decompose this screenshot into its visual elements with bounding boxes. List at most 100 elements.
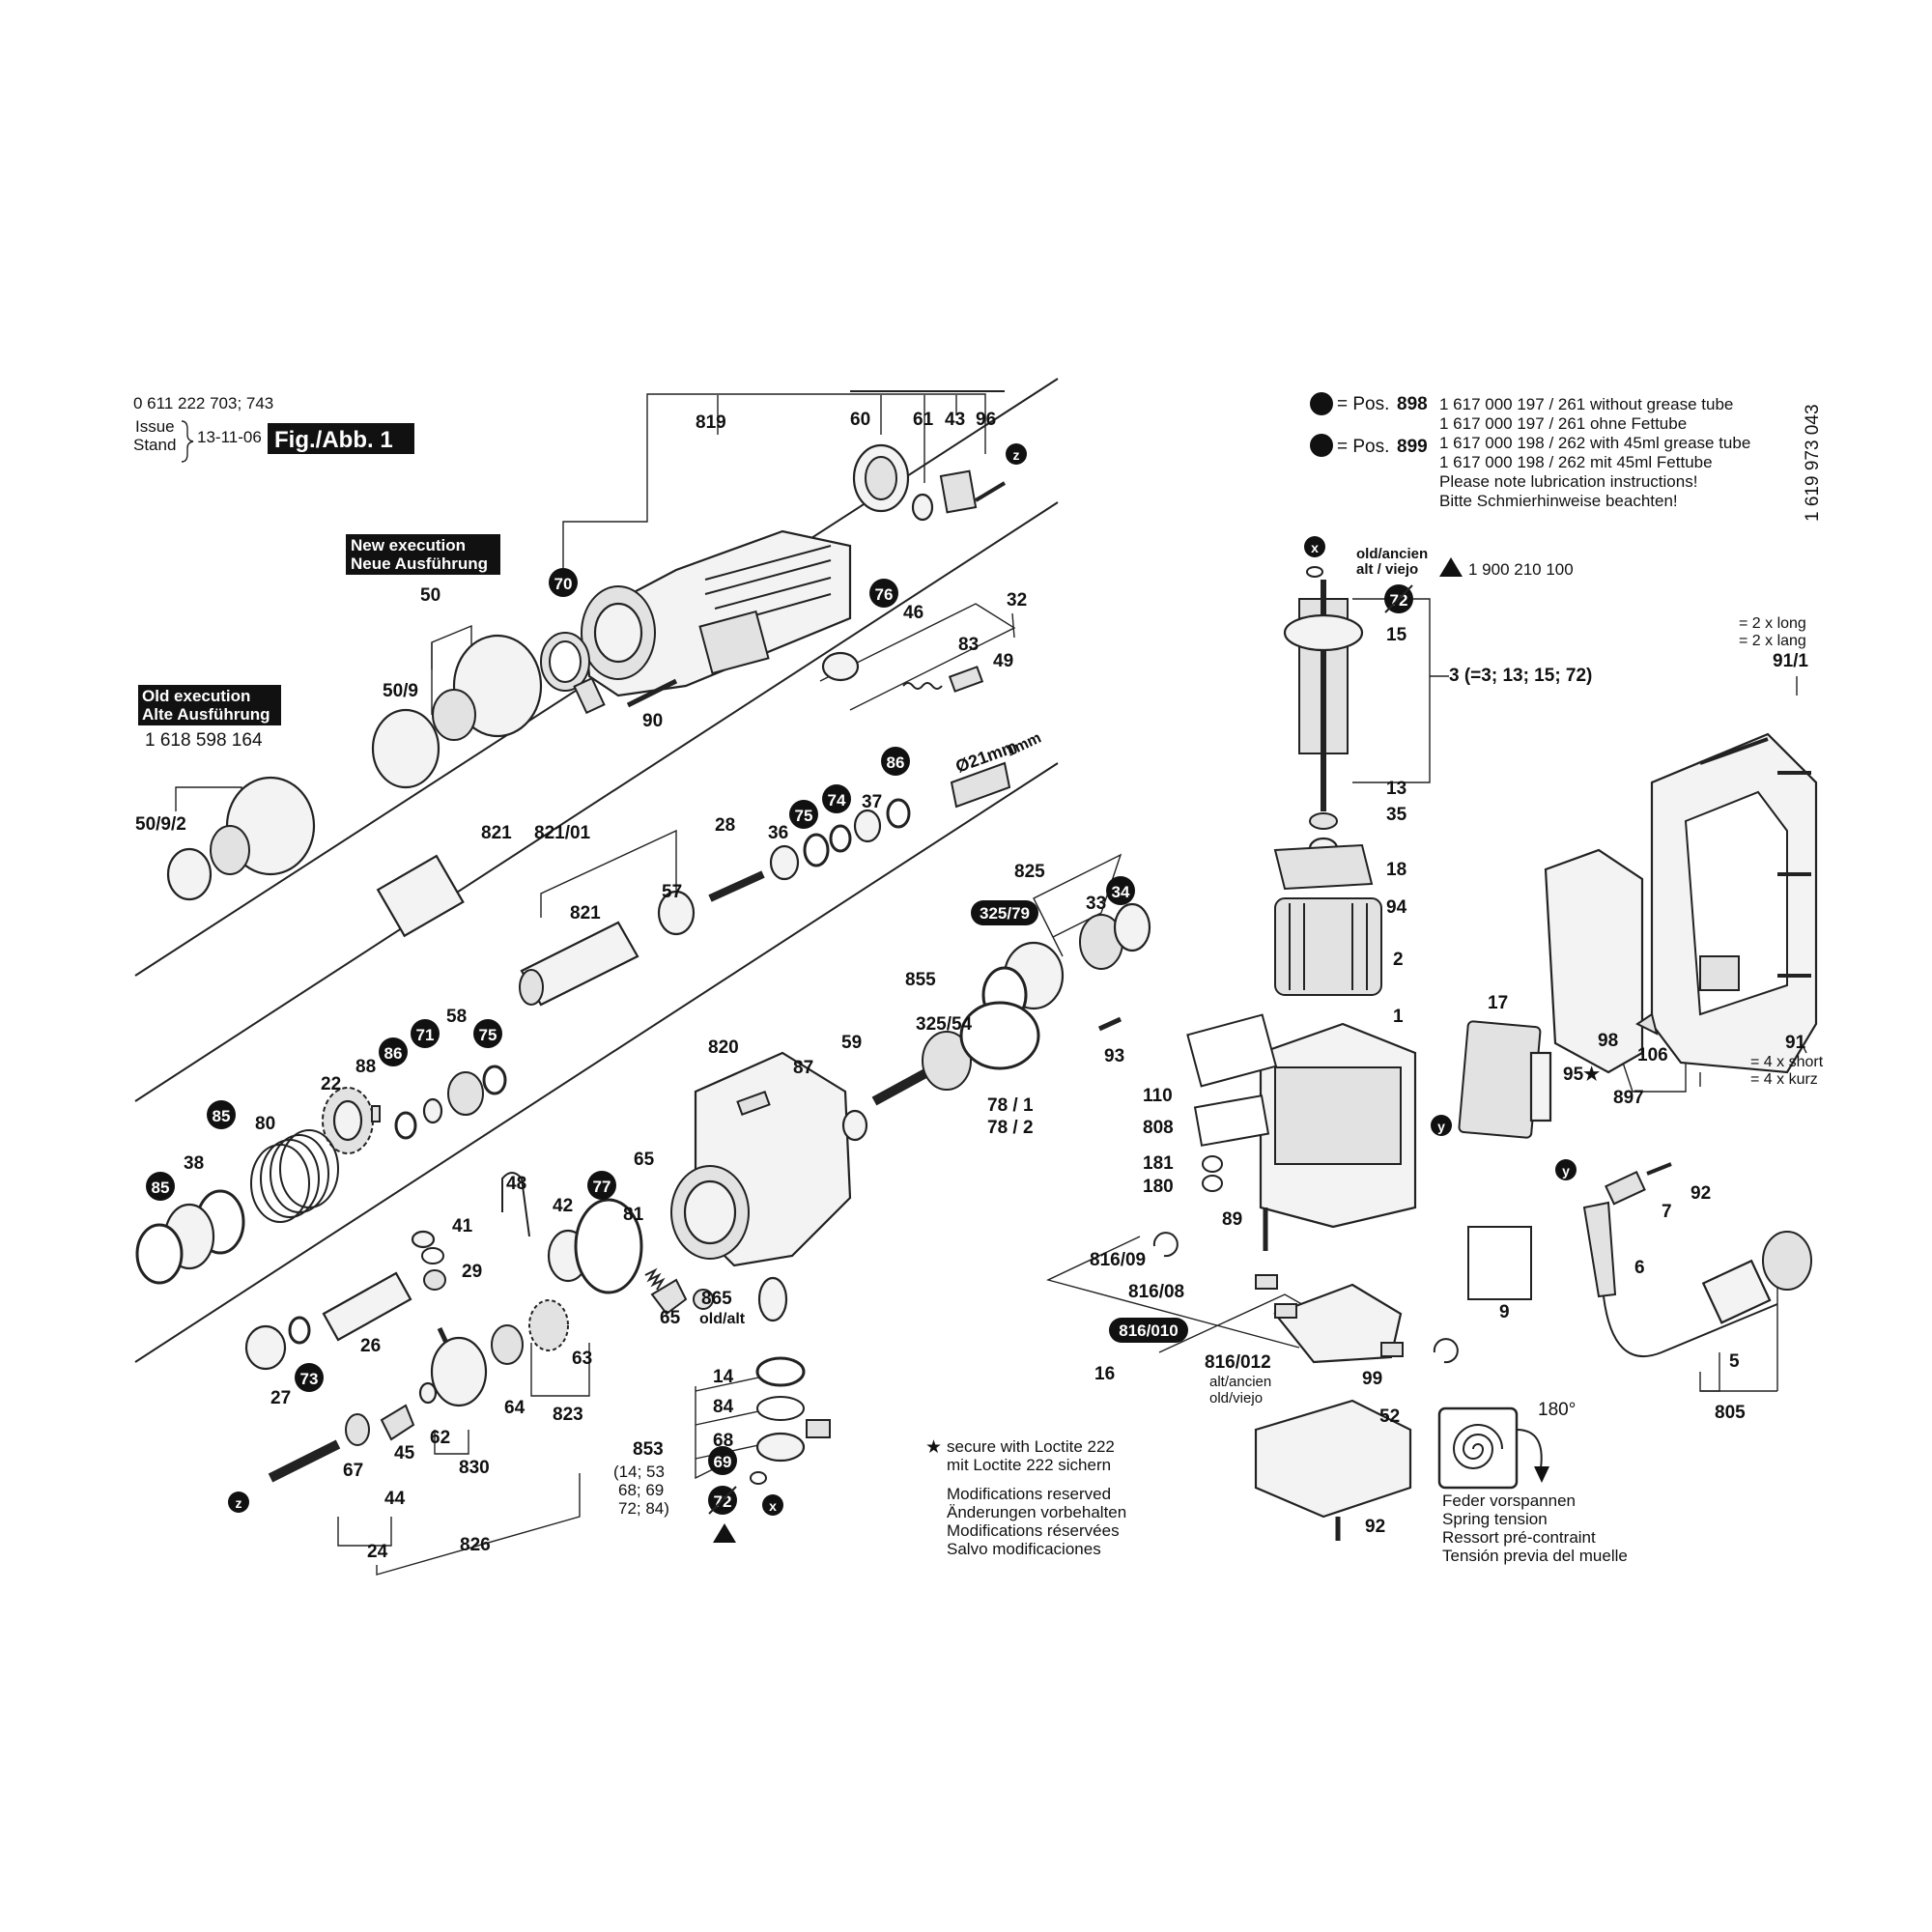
svg-text:86: 86 <box>384 1044 403 1063</box>
new-execution-box: New execution Neue Ausführung <box>346 534 500 575</box>
header-block: 0 611 222 703; 743 Issue Stand 13-11-06 … <box>133 394 1823 522</box>
part-label: 1 <box>1393 1007 1404 1027</box>
grease-dot-1 <box>1310 392 1333 415</box>
fig-label-box <box>268 423 414 454</box>
part-label: 60 <box>850 410 870 430</box>
part-label: 98 <box>1598 1031 1618 1051</box>
triangle-icon <box>713 1523 736 1543</box>
part-label: 50/9 <box>383 681 418 701</box>
grease-pos-label-2: = Pos. <box>1337 437 1389 457</box>
part-label: 94 <box>1386 897 1407 918</box>
part-label: 16 <box>1094 1364 1115 1384</box>
marker-70: 70 <box>549 568 578 597</box>
part-label: 63 <box>572 1349 592 1369</box>
issue-date: 13-11-06 <box>197 428 262 446</box>
marker-85: 85 <box>146 1172 175 1201</box>
part-label: 46 <box>903 603 923 623</box>
new-execution-de: Neue Ausführung <box>351 554 488 573</box>
part-label: 59 <box>841 1033 862 1053</box>
old-ancien-number: 1 900 210 100 <box>1468 560 1574 579</box>
part-label: 89 <box>1222 1209 1242 1230</box>
part-label: 5 <box>1729 1351 1740 1372</box>
part-label: 325/54 <box>916 1014 973 1035</box>
grease-pos-2: 899 <box>1397 437 1428 457</box>
z-marker: z <box>1006 443 1027 465</box>
part-label: 65 <box>660 1308 681 1328</box>
part-label: (14; 53 <box>613 1463 665 1481</box>
svg-text:816/010: 816/010 <box>1119 1321 1178 1340</box>
part-label: 68 <box>713 1431 733 1451</box>
loctite-line: secure with Loctite 222 <box>947 1437 1115 1456</box>
part-label: 81 <box>623 1205 644 1225</box>
part-label: 35 <box>1386 805 1407 825</box>
part-label: 18 <box>1386 860 1406 880</box>
part-label: 819 <box>696 412 726 433</box>
marker-72: 72 <box>708 1486 737 1515</box>
marker-86: 86 <box>379 1037 408 1066</box>
part-label: 49 <box>993 651 1013 671</box>
part-label: 28 <box>715 815 735 836</box>
part-label: 72; 84) <box>618 1499 669 1518</box>
grease-line: Please note lubrication instructions! <box>1439 472 1697 491</box>
x-marker: x <box>762 1494 783 1516</box>
part-label: 78 / 2 <box>987 1118 1034 1138</box>
part-label: 52 <box>1379 1406 1400 1427</box>
part-label: 93 <box>1104 1046 1124 1066</box>
marker-34: 34 <box>1106 876 1135 905</box>
old-execution-box: Old execution Alte Ausführung 1 618 598 … <box>138 685 281 751</box>
part-label: 84 <box>713 1397 734 1417</box>
new-execution-en: New execution <box>351 536 466 554</box>
part-label: 48 <box>506 1174 526 1194</box>
x-marker: x <box>1304 536 1325 557</box>
loctite-line: mit Loctite 222 sichern <box>947 1456 1111 1474</box>
part-label: 808 <box>1143 1118 1174 1138</box>
part-label: 64 <box>504 1398 526 1418</box>
grease-line: 1 617 000 198 / 262 mit 45ml Fettube <box>1439 453 1713 471</box>
part-label: 14 <box>713 1367 734 1387</box>
spring-line: Tensión previa del muelle <box>1442 1547 1628 1565</box>
part-label: 43 <box>945 410 965 430</box>
part-label: 87 <box>793 1058 813 1078</box>
svg-text:85: 85 <box>213 1107 231 1125</box>
marker-75: 75 <box>473 1019 502 1048</box>
grease-line: 1 617 000 197 / 261 ohne Fettube <box>1439 414 1687 433</box>
part-label: 27 <box>270 1388 291 1408</box>
part-label: 855 <box>905 970 936 990</box>
loctite-note: ★ secure with Loctite 222 mit Loctite 22… <box>925 1437 1126 1558</box>
part-label: 61 <box>913 410 934 430</box>
svg-text:x: x <box>1311 540 1319 555</box>
part-label: old/viejo <box>1209 1390 1263 1406</box>
marker-72: 72 <box>1384 584 1413 613</box>
part-label: 816/09 <box>1090 1250 1146 1270</box>
part-label: 65 <box>634 1150 655 1170</box>
y-marker: y <box>1431 1115 1452 1136</box>
fig-label: Fig./Abb. 1 <box>274 427 393 453</box>
grease-line: 1 617 000 198 / 262 with 45ml grease tub… <box>1439 434 1750 452</box>
part-label: 44 <box>384 1489 406 1509</box>
part-label: 9 <box>1499 1302 1510 1322</box>
part-label: 26 <box>360 1336 381 1356</box>
svg-text:85: 85 <box>152 1179 170 1197</box>
part-label: 181 <box>1143 1153 1174 1174</box>
svg-text:69: 69 <box>714 1453 732 1471</box>
marker-86: 86 <box>881 747 910 776</box>
part-label: 32 <box>1007 590 1027 611</box>
part-label: 821 <box>570 903 601 923</box>
part-label: 50/9/2 <box>135 814 186 835</box>
svg-text:72: 72 <box>1390 591 1408 610</box>
part-label: 41 <box>452 1216 473 1236</box>
part-label: 57 <box>662 882 682 902</box>
old-execution-de: Alte Ausführung <box>142 705 270 724</box>
screw-note: = 4 x short <box>1750 1054 1824 1070</box>
spring-tension-note: 180° Feder vorspannen Spring tension Res… <box>1442 1400 1628 1565</box>
part-label: 37 <box>862 792 882 812</box>
screw-note: = 2 x lang <box>1739 633 1806 649</box>
part-label: 821 <box>481 823 512 843</box>
svg-text:x: x <box>769 1498 777 1514</box>
part-label: 106 <box>1637 1045 1668 1065</box>
svg-text:76: 76 <box>875 585 894 604</box>
part-label: 78 / 1 <box>987 1095 1034 1116</box>
svg-text:75: 75 <box>479 1026 497 1044</box>
marker-75: 75 <box>789 800 818 829</box>
